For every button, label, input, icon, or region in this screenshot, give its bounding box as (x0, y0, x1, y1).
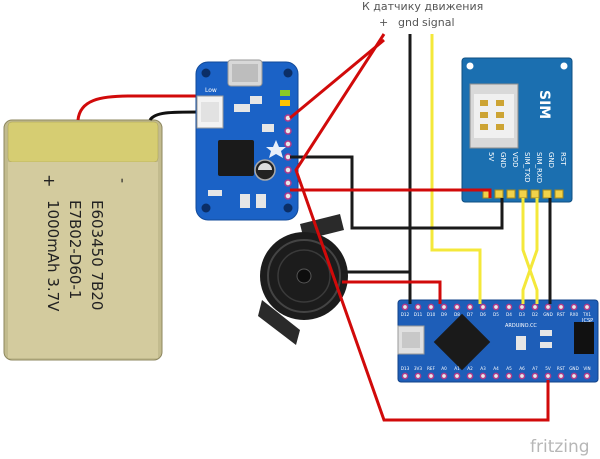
nano-bottom-pin: REF (427, 366, 436, 371)
nano-bottom-header (401, 372, 591, 380)
plus-label: + (379, 16, 388, 29)
nano-bottom-pin: A5 (506, 366, 512, 371)
sim-module: SIM 5V GND VDD SIM_TXD SIM_RXD GND RST (461, 57, 573, 203)
nano-top-pin: D5 (493, 312, 499, 317)
charger-board: Low (195, 59, 299, 221)
nano-top-pin: D8 (454, 312, 460, 317)
nano-bottom-pin: A3 (480, 366, 486, 371)
nano-top-pin: D7 (467, 312, 473, 317)
nano-bottom-pin: VIN (583, 366, 590, 371)
sim-pin-label: SIM_TXD (523, 152, 531, 183)
wire-red-charger-sim (290, 188, 492, 198)
sim-pin-header (482, 189, 564, 199)
wire-black-charger-sim (290, 155, 504, 230)
arduino-nano: ARDUINO.CC ICSP D12 D11 D10 D9 D8 D7 D6 … (397, 299, 599, 383)
sim-pin-label: GND (499, 152, 507, 168)
battery-line2: E7B02-D60-1 (66, 200, 84, 299)
nano-top-pin-labels: D12 D11 D10 D9 D8 D7 D6 D5 D4 D3 D2 GND … (401, 312, 592, 317)
gnd-label: gnd (398, 16, 419, 29)
sim-pin-labels: 5V GND VDD SIM_TXD SIM_RXD GND RST (487, 152, 567, 183)
nano-top-pin: GND (543, 312, 553, 317)
sim-pin-label: SIM_RXD (535, 152, 543, 183)
nano-bottom-pin: D13 (401, 366, 410, 371)
signal-label: signal (422, 16, 455, 29)
nano-top-pin: RST (557, 312, 566, 317)
nano-bottom-pin: 3V3 (414, 366, 423, 371)
sim-pin-label: VDD (511, 152, 519, 168)
battery: - + E603450 7B20 E7B02-D60-1 1000mAh 3.7… (3, 119, 163, 361)
sim-pin-label: GND (547, 152, 555, 168)
wire-red-charger-sensor (289, 38, 385, 120)
sim-title: SIM (536, 90, 552, 119)
wire-red-sensor-plus (294, 33, 550, 422)
charger-pin-holes (284, 114, 292, 200)
battery-black-lead (148, 110, 201, 121)
battery-red-lead (76, 94, 200, 121)
battery-line3: 1000mAh 3.7V (44, 200, 62, 312)
battery-minus: - (114, 178, 130, 183)
nano-bottom-pin: A7 (532, 366, 538, 371)
nano-top-pin: D2 (532, 312, 538, 317)
nano-icsp-label: ICSP (582, 318, 593, 324)
nano-top-header (401, 303, 591, 311)
nano-top-pin: D6 (480, 312, 486, 317)
wire-yellow-sim-rxd (521, 198, 539, 304)
nano-top-pin: RX0 (570, 312, 579, 317)
battery-plus: + (40, 174, 59, 187)
sensor-label: К датчику движения (362, 0, 483, 13)
nano-bottom-pin: A1 (454, 366, 460, 371)
nano-brand: ARDUINO.CC (505, 323, 537, 329)
nano-bottom-pin: A0 (441, 366, 447, 371)
wire-yellow-signal (430, 34, 482, 304)
fritzing-logo-text: fritzing (530, 437, 590, 457)
battery-line1: E603450 7B20 (88, 200, 106, 310)
nano-bottom-pin: A2 (467, 366, 473, 371)
nano-top-pin: D9 (441, 312, 447, 317)
nano-top-pin: TX1 (582, 312, 591, 317)
wire-red-buzzer (342, 280, 442, 304)
sim-pin-label: 5V (487, 152, 495, 161)
nano-top-pin: D3 (519, 312, 525, 317)
nano-top-pin: D12 (401, 312, 410, 317)
fritzing-logo: fritzing (530, 437, 590, 457)
nano-bottom-pin-labels: D13 3V3 REF A0 A1 A2 A3 A4 A5 A6 A7 5V R… (401, 366, 591, 371)
nano-top-pin: D11 (414, 312, 423, 317)
nano-bottom-pin: A6 (519, 366, 525, 371)
nano-bottom-pin: 5V (545, 366, 551, 371)
nano-top-pin: D10 (427, 312, 436, 317)
nano-bottom-pin: A4 (493, 366, 499, 371)
sim-pin-label: RST (559, 152, 567, 166)
nano-top-pin: D4 (506, 312, 512, 317)
nano-bottom-pin: RST (557, 366, 566, 371)
nano-bottom-pin: GND (569, 366, 579, 371)
charger-low-label: Low (205, 87, 217, 94)
